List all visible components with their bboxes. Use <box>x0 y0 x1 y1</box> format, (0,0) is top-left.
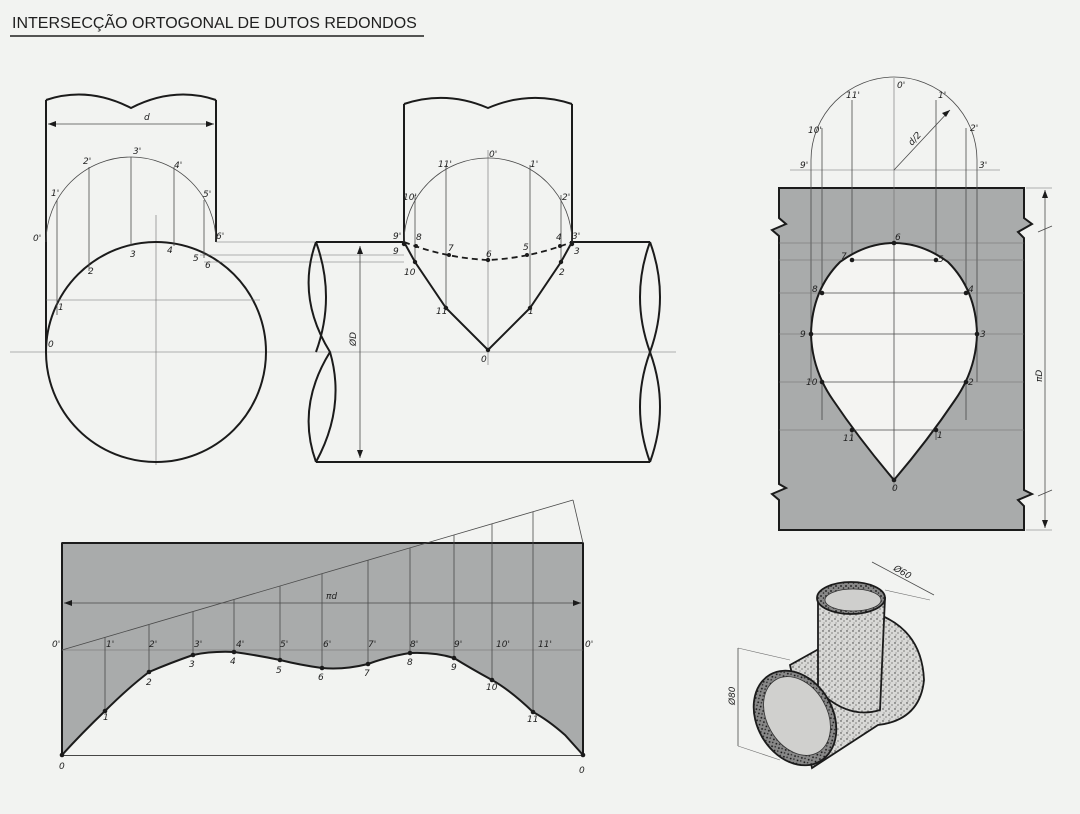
front-curve-label-10: 10 <box>404 268 416 278</box>
dev-curve-label-2: 2 <box>146 678 152 688</box>
dev-top-label-10: 10' <box>496 640 510 650</box>
hole-label-8: 8 <box>812 285 818 295</box>
side-circle-label-0: 0 <box>48 340 54 350</box>
dev-curve-label-3: 3 <box>189 660 195 670</box>
front-top-label-7: 7 <box>448 244 454 254</box>
hole-label-1: 1 <box>937 431 943 441</box>
branch-development-view: πd 0' 1' 2' 3' 4' <box>52 499 593 776</box>
hole-label-9: 9 <box>800 330 806 340</box>
side-arc-label-4: 4' <box>174 161 182 171</box>
dev-top-label-2: 2' <box>149 640 157 650</box>
front-curve-label-3: 3 <box>574 247 580 257</box>
side-circle-label-2: 2 <box>88 267 94 277</box>
hole-arc-label-0: 0' <box>897 81 905 91</box>
front-top-label-8: 8 <box>416 233 422 243</box>
front-arc-label-0: 0' <box>489 150 497 160</box>
hole-arc-label-2: 2' <box>970 124 978 134</box>
front-top-label-6: 6 <box>486 250 492 260</box>
dev-top-label-4: 4' <box>236 640 244 650</box>
front-top-label-3p: 3' <box>572 232 580 242</box>
front-curve-label-11: 11 <box>436 307 447 317</box>
dev-top-label-11: 11' <box>538 640 552 650</box>
hole-development-view: πD d/2 <box>770 76 1053 531</box>
hole-label-6: 6 <box>895 233 901 243</box>
front-view: ØD 10' 11' 0' 1' 2' 9' <box>300 96 676 463</box>
dev-top-label-5: 5' <box>280 640 288 650</box>
dev-top-label-1: 1' <box>106 640 114 650</box>
side-circle-label-3: 3 <box>130 250 136 260</box>
dim-piD: πD <box>1035 370 1045 382</box>
side-arc-label-1: 1' <box>51 189 59 199</box>
hole-label-2: 2 <box>968 378 974 388</box>
hole-label-4: 4 <box>968 285 974 295</box>
front-curve-label-2: 2 <box>559 268 565 278</box>
front-arc-label-11: 11' <box>438 160 452 170</box>
front-top-label-5: 5 <box>523 243 529 253</box>
dim-main-diameter: Ø80 <box>727 686 738 706</box>
front-curve-label-1: 1 <box>528 307 534 317</box>
front-arc-label-10: 10' <box>403 193 417 203</box>
dev-top-label-0: 0' <box>52 640 60 650</box>
side-circle-label-4: 4 <box>167 246 173 256</box>
hole-arc-label-11: 11' <box>846 91 860 101</box>
dim-D: ØD <box>348 332 359 347</box>
dev-curve-label-6: 6 <box>318 673 324 683</box>
hole-label-10: 10 <box>806 378 818 388</box>
side-arc-label-6: 6' <box>216 232 224 242</box>
hole-arc-label-1: 1' <box>938 91 946 101</box>
side-arc-label-0: 0' <box>33 234 41 244</box>
side-circle-label-1: 1 <box>58 303 64 313</box>
side-arc-label-3: 3' <box>133 147 141 157</box>
dev-curve-label-7: 7 <box>364 669 370 679</box>
side-arc-label-5: 5' <box>203 190 211 200</box>
front-top-label-4: 4 <box>556 233 562 243</box>
front-arc-label-2: 2' <box>562 193 570 203</box>
hole-label-0: 0 <box>892 484 898 494</box>
hole-label-7: 7 <box>841 252 847 262</box>
dev-top-label-8: 8' <box>410 640 418 650</box>
front-arc-label-1: 1' <box>530 160 538 170</box>
isometric-view: Ø60 Ø80 <box>727 561 935 770</box>
dim-pid: πd <box>326 592 337 602</box>
dev-top-label-7: 7' <box>368 640 376 650</box>
side-view: d 0' 1' 2' 3' 4' 5' 6' 0 1 2 3 4 5 6 <box>10 93 404 465</box>
dev-curve-label-10: 10 <box>486 683 498 693</box>
hole-label-5: 5 <box>938 255 944 265</box>
drawing-title: INTERSECÇÃO ORTOGONAL DE DUTOS REDONDOS <box>12 12 417 32</box>
dev-top-label-3: 3' <box>194 640 202 650</box>
dim-d: d <box>144 113 150 123</box>
dev-top-label-9: 9' <box>454 640 462 650</box>
dev-curve-label-9: 9 <box>451 663 457 673</box>
hole-label-11: 11 <box>843 434 854 444</box>
dev-curve-label-11: 11 <box>527 715 538 725</box>
hole-arc-label-3: 3' <box>979 161 987 171</box>
dev-curve-label-0-end: 0 <box>579 766 585 776</box>
hole-label-3: 3 <box>980 330 986 340</box>
hole-arc-label-9: 9' <box>800 161 808 171</box>
dev-curve-label-1: 1 <box>103 713 109 723</box>
hole-arc-label-10: 10' <box>808 126 822 136</box>
front-top-label-9p: 9' <box>393 232 401 242</box>
dev-curve-label-5: 5 <box>276 666 282 676</box>
dev-top-label-6: 6' <box>323 640 331 650</box>
dim-radius: d/2 <box>907 130 924 148</box>
dev-curve-label-4: 4 <box>230 657 236 667</box>
side-arc-label-2: 2' <box>83 157 91 167</box>
dev-curve-label-8: 8 <box>407 658 413 668</box>
side-circle-label-5: 5 <box>193 254 199 264</box>
front-curve-label-9: 9 <box>393 247 399 257</box>
front-curve-label-0: 0 <box>481 355 487 365</box>
title-block: INTERSECÇÃO ORTOGONAL DE DUTOS REDONDOS <box>10 12 424 37</box>
side-circle-label-6: 6 <box>205 261 211 271</box>
dim-branch-diameter: Ø60 <box>891 563 914 582</box>
dev-curve-label-0: 0 <box>59 762 65 772</box>
dev-top-label-0-end: 0' <box>585 640 593 650</box>
